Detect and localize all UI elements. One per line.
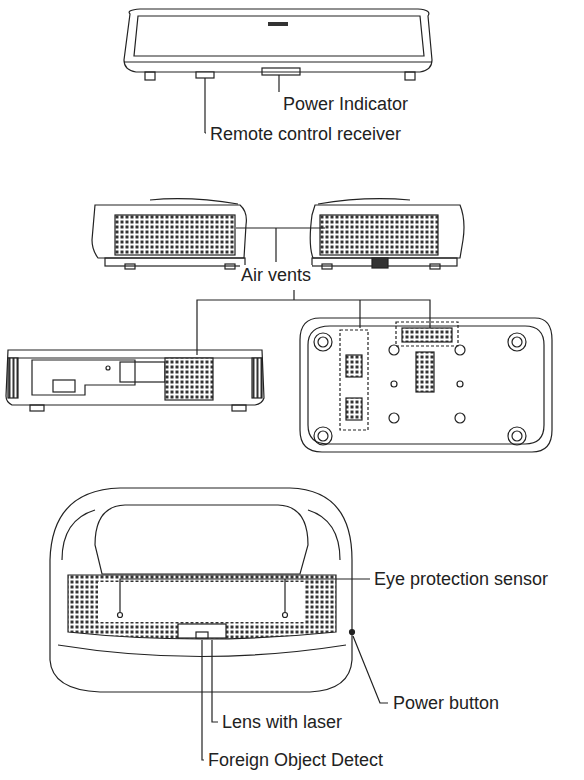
part-label: Remote control receiver xyxy=(209,124,402,144)
underside-view xyxy=(300,318,552,452)
part-label: Power button xyxy=(392,693,500,713)
front-perspective-view xyxy=(50,488,388,760)
part-label: Power Indicator xyxy=(282,94,409,114)
part-label: Air vents xyxy=(240,265,312,285)
part-label: Eye protection sensor xyxy=(373,569,549,589)
part-label: Foreign Object Detect xyxy=(207,750,384,770)
rear-view xyxy=(6,350,264,411)
side-views xyxy=(92,199,464,355)
part-label: Lens with laser xyxy=(221,712,343,732)
front-view xyxy=(124,9,432,133)
